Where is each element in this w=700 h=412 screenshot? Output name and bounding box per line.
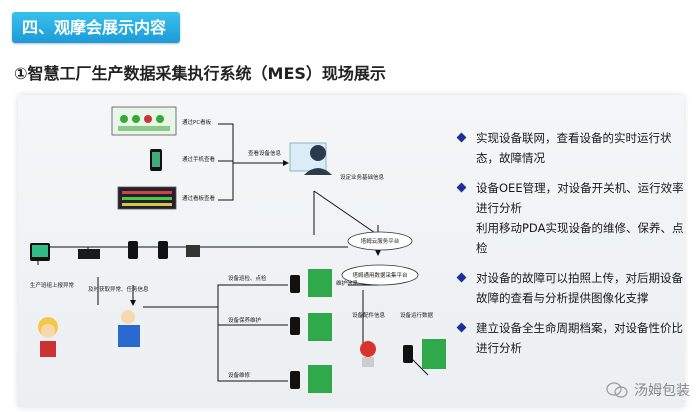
maintain-device	[290, 313, 332, 341]
feature-item: 对设备的故障可以拍照上传，对后期设备故障的查看与分析提供图像化支撑	[456, 268, 688, 308]
label-cloud-platform: 塔姆云服务平台	[361, 237, 400, 245]
diagram-panel: 通过PC看板 通过手机查看 通过看板查看	[18, 95, 684, 407]
feature-item: 设备OEE管理，对设备开关机、运行效率进行分析 利用移动PDA实现设备的维修、保…	[456, 178, 688, 258]
feature-item: 建立设备全生命周期档案，对设备性价比进行分析	[456, 318, 688, 358]
phone-screen	[150, 149, 162, 171]
worker-icon	[38, 317, 58, 357]
label-board-view: 通过看板查看	[182, 194, 216, 202]
label-maintain: 设备保养维护	[228, 316, 262, 324]
system-diagram: 通过PC看板 通过手机查看 通过看板查看	[30, 106, 446, 393]
section-tag: 四、观摩会展示内容	[12, 12, 180, 43]
watermark: 汤姆包装	[606, 380, 690, 400]
devices-row	[30, 241, 200, 261]
label-pc-board: 通过PC看板	[182, 118, 212, 126]
page-subtitle: ①智慧工厂生产数据采集执行系统（MES）现场展示	[14, 64, 386, 83]
inspect-device	[290, 269, 332, 297]
label-data-platform: 塔姆通用数据采集平台	[352, 271, 408, 279]
data-platform-node	[341, 264, 419, 286]
feature-list: 实现设备联网，查看设备的实时运行状态，故障情况 设备OEE管理，对设备开关机、运…	[456, 128, 688, 368]
diamond-bullet-icon	[456, 272, 467, 283]
diamond-bullet-icon	[456, 132, 467, 143]
terminal-device	[403, 339, 446, 369]
operator-figure	[289, 142, 332, 175]
label-timely-info: 及时获取异常、任务信息	[88, 285, 149, 293]
pc-board-screen	[111, 106, 177, 136]
cloud-platform-node	[347, 231, 413, 251]
repairman-icon	[118, 310, 140, 347]
repair-device	[290, 365, 332, 393]
label-parts-info: 设备配件信息	[352, 311, 386, 319]
label-view-equipment: 查看设备信息	[248, 149, 282, 157]
feature-item: 实现设备联网，查看设备的实时运行状态，故障情况	[456, 128, 688, 168]
alarm-light	[360, 341, 376, 367]
label-set-business: 设定业务基础信息	[340, 173, 385, 181]
diamond-bullet-icon	[456, 322, 467, 333]
label-inspect: 设备巡检、点检	[228, 274, 267, 282]
label-run-data: 设备运行数据	[400, 311, 434, 319]
label-phone-view: 通过手机查看	[182, 155, 216, 163]
diamond-bullet-icon	[456, 182, 467, 193]
label-worker-report: 生产班组上报异常	[30, 281, 75, 289]
board-screen	[117, 186, 177, 210]
label-repair: 设备维修	[228, 371, 251, 379]
label-maint-info: 维护信息	[336, 279, 359, 287]
wechat-icon	[606, 382, 628, 398]
